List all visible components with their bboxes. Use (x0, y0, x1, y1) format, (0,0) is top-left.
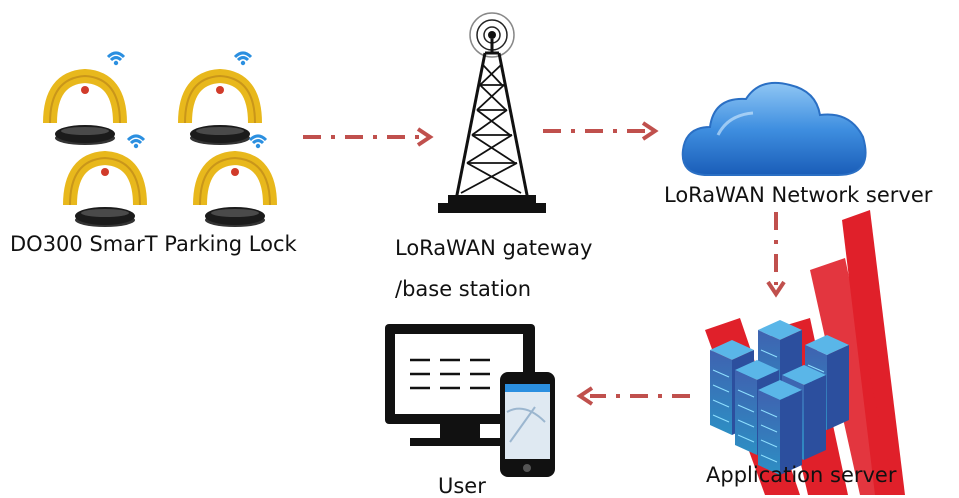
parking-lock-group (40, 40, 280, 220)
parking-lock-icon (40, 51, 280, 220)
application-server-label: Application server (706, 463, 897, 487)
user-label: User (438, 474, 486, 498)
parking-lock-label: DO300 SmarT Parking Lock (10, 232, 297, 256)
cloud-icon (681, 81, 867, 176)
gateway-label-line1: LoRaWAN gateway (395, 236, 593, 260)
network-server-label: LoRaWAN Network server (664, 183, 933, 207)
user-devices-icon (385, 324, 555, 477)
application-server-icon (709, 319, 850, 476)
gateway-label-line2: /base station (395, 277, 532, 301)
gateway-tower-icon (438, 12, 546, 213)
